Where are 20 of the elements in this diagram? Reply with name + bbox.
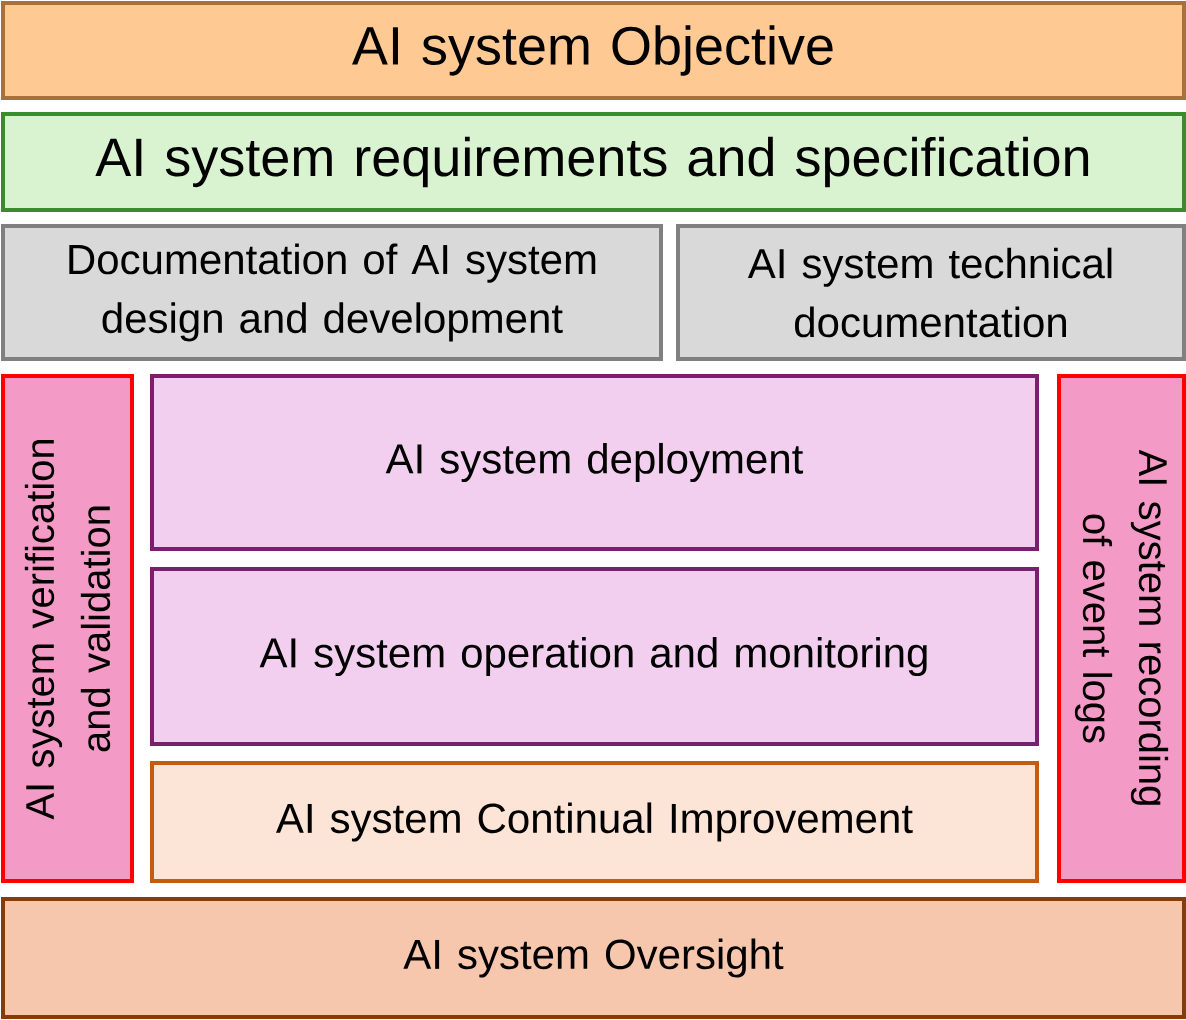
box-label: AI system Oversight <box>403 938 784 978</box>
side-column <box>1057 374 1186 883</box>
documentation-box <box>676 224 1186 361</box>
box-label: AI system Continual Improvement <box>276 802 913 842</box>
box-label: Documentation of AI system design and development <box>69 243 596 342</box>
documentation-box <box>1 224 663 361</box>
process-box <box>150 761 1039 883</box>
box-label: AI system operation and monitoring <box>259 636 927 677</box>
process-box <box>150 567 1039 746</box>
box-label: AI system deployment <box>385 442 804 483</box>
box-label: AI system verification and validation <box>24 439 111 820</box>
box-label: AI system Objective <box>352 25 833 76</box>
side-column <box>1 374 134 883</box>
process-box <box>150 374 1039 551</box>
oversight-band <box>1 897 1186 1019</box>
box-label: AI system recording of event logs <box>1074 449 1169 805</box>
requirements-band <box>1 112 1186 212</box>
objective-band <box>1 1 1186 100</box>
box-label: AI system technical documentation <box>747 247 1112 338</box>
box-label: AI system requirements and specification <box>95 136 1089 188</box>
